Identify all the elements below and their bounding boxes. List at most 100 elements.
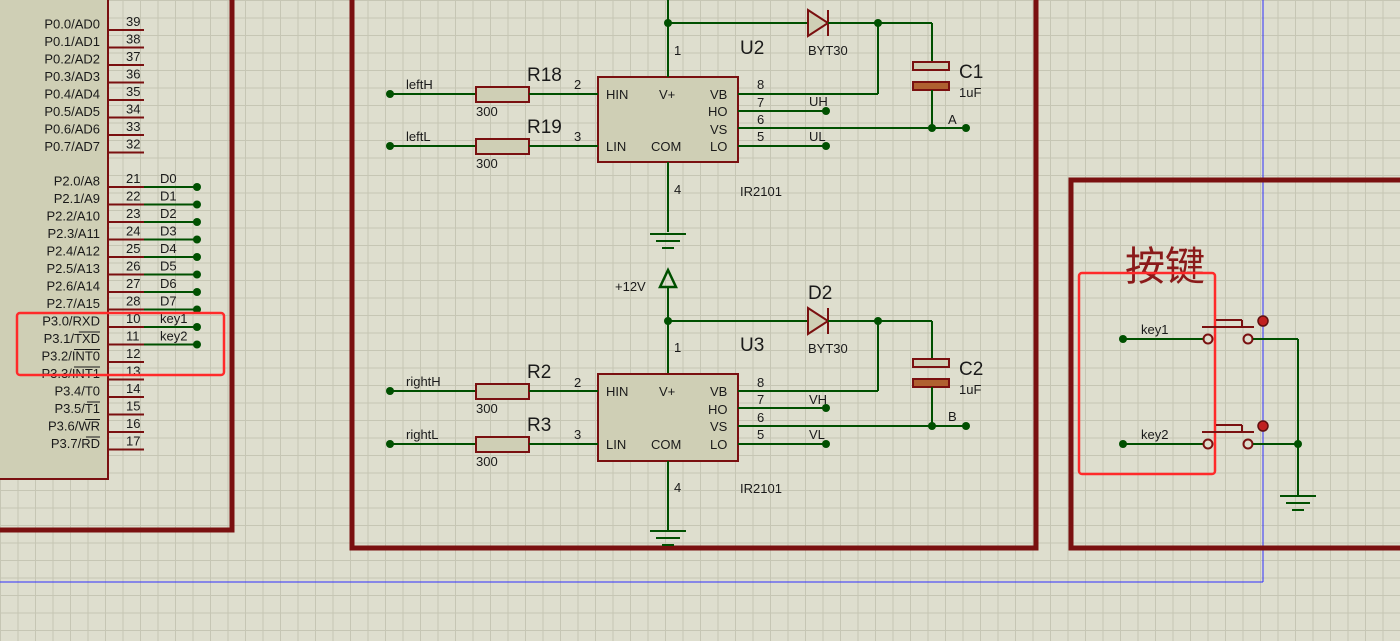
u2-pin7-num: 7 — [757, 95, 764, 110]
mcu-pin-number: 16 — [126, 416, 140, 431]
r19-ref: R19 — [527, 117, 562, 138]
mcu-pin-number: 23 — [126, 206, 140, 221]
mcu-pin-number: 28 — [126, 294, 140, 309]
mcu-pin-number: 12 — [126, 346, 140, 361]
mcu-net-terminal[interactable] — [193, 218, 201, 226]
c2-ref: C2 — [959, 359, 983, 380]
key1-contact-right — [1242, 333, 1254, 345]
key2-contact-left — [1202, 438, 1214, 450]
c1-plate-bottom[interactable] — [912, 81, 950, 91]
u3-rightl-label: rightL — [406, 427, 439, 442]
mcu-pin-name: P3.6/WR — [48, 419, 100, 434]
u3-pin6-num: 6 — [757, 410, 764, 425]
junction-keys-gnd — [1294, 440, 1302, 448]
u3-node-b-terminal[interactable] — [962, 422, 970, 430]
u2-lefth-label: leftH — [406, 77, 433, 92]
mcu-net-terminal[interactable] — [193, 288, 201, 296]
u2-vb-label: VB — [710, 87, 727, 102]
mcu-pin-number: 25 — [126, 241, 140, 256]
mcu-chip-body[interactable] — [0, 0, 109, 480]
r18-ref: R18 — [527, 65, 562, 86]
u2-lefth-terminal[interactable] — [386, 90, 394, 98]
key1-switch[interactable]: key1 — [1119, 315, 1298, 345]
junction-u2-vcc — [664, 19, 672, 27]
c1-ref: C1 — [959, 62, 983, 83]
u3-vh-label: VH — [809, 392, 827, 407]
key1-contact-left — [1202, 333, 1214, 345]
resistor-r18[interactable] — [475, 86, 530, 103]
resistor-r3[interactable] — [475, 436, 530, 453]
driver-section-frame — [349, 0, 1039, 551]
mcu-pin-number: 22 — [126, 189, 140, 204]
u2-leftl-terminal[interactable] — [386, 142, 394, 150]
u3-righth-terminal[interactable] — [386, 387, 394, 395]
u2-lin-label: LIN — [606, 139, 626, 154]
mcu-pin-number: 37 — [126, 49, 140, 64]
key2-state-dot[interactable] — [1257, 420, 1269, 432]
mcu-pin-number: 38 — [126, 32, 140, 47]
driver-u2-body[interactable] — [597, 76, 739, 163]
mcu-pin-name: P0.4/AD4 — [44, 87, 100, 102]
r18-value: 300 — [476, 104, 498, 119]
u2-node-a-terminal[interactable] — [962, 124, 970, 132]
key1-terminal[interactable] — [1119, 335, 1127, 343]
resistor-r19[interactable] — [475, 138, 530, 155]
key2-switch[interactable]: key2 — [1119, 420, 1298, 450]
junction-c2 — [928, 422, 936, 430]
mcu-net-terminal[interactable] — [193, 253, 201, 261]
u3-vl-terminal[interactable] — [822, 440, 830, 448]
u3-rightl-terminal[interactable] — [386, 440, 394, 448]
mcu-section-frame — [0, 0, 235, 533]
diode-d2[interactable] — [807, 306, 830, 336]
c2-plate-bottom[interactable] — [912, 378, 950, 388]
u2-ul-label: UL — [809, 129, 826, 144]
u3-com-label: COM — [651, 437, 681, 452]
mcu-net-label: D3 — [160, 224, 177, 239]
u3-vl-label: VL — [809, 427, 825, 442]
u3-vh-terminal[interactable] — [822, 404, 830, 412]
mcu-net-terminal[interactable] — [193, 340, 201, 349]
u2-vplus-label: V+ — [659, 87, 675, 102]
highlight-keys — [1077, 271, 1217, 476]
driver-u2: HIN V+ VB HO VS LIN COM LO U2 IR2101 1 4… — [386, 0, 983, 249]
u2-ul-terminal[interactable] — [822, 142, 830, 150]
junction-c1 — [928, 124, 936, 132]
mcu-net-terminal[interactable] — [193, 323, 201, 331]
diode-d1[interactable] — [807, 8, 830, 38]
node-b-label: B — [948, 409, 957, 424]
mcu-pin-number: 39 — [126, 14, 140, 29]
mcu-net-terminal[interactable] — [193, 183, 201, 191]
mcu-net-terminal[interactable] — [193, 235, 201, 244]
r3-value: 300 — [476, 454, 498, 469]
key2-contact-right — [1242, 438, 1254, 450]
u3-lo-label: LO — [710, 437, 727, 452]
u2-pin5-num: 5 — [757, 129, 764, 144]
c2-plate-top[interactable] — [912, 358, 950, 368]
junction-u3-vcc — [664, 317, 672, 325]
u2-pin3-num: 3 — [574, 129, 581, 144]
resistor-r2[interactable] — [475, 383, 530, 400]
u2-part: IR2101 — [740, 184, 782, 199]
mcu-pin-name: P3.2/INT0 — [41, 349, 100, 364]
junction-d1-right — [874, 19, 882, 27]
key2-terminal[interactable] — [1119, 440, 1127, 448]
c1-plate-top[interactable] — [912, 61, 950, 71]
c1-value: 1uF — [959, 85, 981, 100]
u2-uh-terminal[interactable] — [822, 107, 830, 115]
u3-pin4-num: 4 — [674, 480, 681, 495]
mcu-pin-name: P0.7/AD7 — [44, 139, 100, 154]
u2-ref: U2 — [740, 38, 764, 59]
u2-lo-label: LO — [710, 139, 727, 154]
driver-u3-body[interactable] — [597, 373, 739, 462]
mcu-net-terminal[interactable] — [193, 270, 201, 279]
mcu-net-label: key1 — [160, 311, 187, 326]
c2-value: 1uF — [959, 382, 981, 397]
mcu-net-terminal[interactable] — [193, 200, 201, 209]
mcu-net-terminal[interactable] — [193, 305, 201, 314]
mcu-pin-name: P0.0/AD0 — [44, 17, 100, 32]
key1-state-dot[interactable] — [1257, 315, 1269, 327]
u3-pin7-num: 7 — [757, 392, 764, 407]
mcu-net-label: key2 — [160, 329, 187, 344]
